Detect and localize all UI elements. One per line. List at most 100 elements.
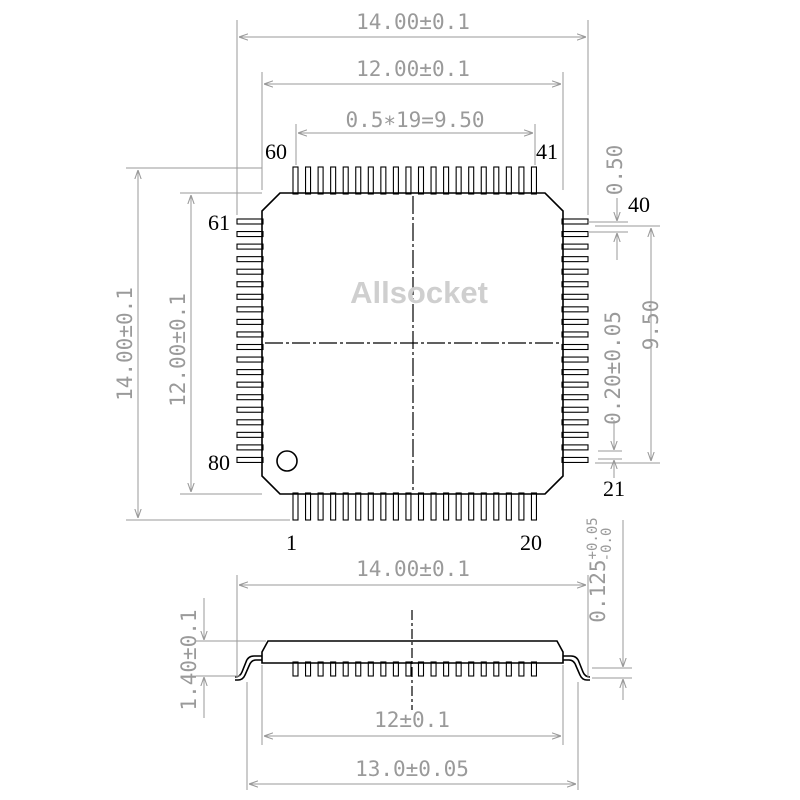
lead	[493, 661, 500, 677]
dim-pitch: 0.50	[588, 145, 628, 260]
pin-label-1: 1	[286, 530, 297, 555]
lead	[380, 492, 387, 521]
pin-label-60: 60	[265, 139, 287, 164]
svg-text:12.00±0.1: 12.00±0.1	[356, 57, 470, 81]
lead	[505, 661, 512, 677]
lead	[236, 318, 264, 325]
lead	[342, 492, 349, 521]
lead	[236, 256, 264, 263]
lead	[236, 281, 264, 288]
lead	[561, 381, 589, 388]
lead	[342, 661, 349, 677]
side-lead-right	[563, 655, 591, 681]
lead	[443, 492, 450, 521]
lead	[561, 406, 589, 413]
lead	[367, 661, 374, 677]
dim-side-inner-width: 12±0.1	[261, 665, 564, 745]
lead	[236, 456, 264, 464]
lead	[480, 166, 487, 195]
lead	[236, 369, 264, 376]
lead	[468, 492, 475, 521]
dim-side-body-width: 14.00±0.1	[236, 557, 589, 678]
lead	[443, 166, 450, 195]
top-leads	[292, 166, 538, 195]
lead	[330, 492, 337, 521]
lead	[236, 394, 264, 401]
side-body	[261, 640, 564, 664]
lead	[468, 166, 475, 195]
svg-text:0.5∗19=9.50: 0.5∗19=9.50	[345, 108, 484, 132]
lead	[236, 444, 264, 451]
standoff-label: 0.125+0.05-0.0	[585, 517, 615, 622]
lead	[455, 492, 462, 521]
lead	[236, 406, 264, 413]
dim-side-span: 9.50	[595, 225, 663, 464]
lead	[392, 166, 399, 195]
lead	[493, 166, 500, 195]
svg-text:12.00±0.1: 12.00±0.1	[166, 293, 190, 407]
lead	[561, 231, 589, 238]
lead	[530, 166, 538, 195]
lead	[355, 166, 362, 195]
dim-lead-span-vertical: 12.00±0.1	[166, 192, 262, 495]
lead	[236, 431, 264, 438]
lead	[561, 281, 589, 288]
svg-text:14.00±0.1: 14.00±0.1	[356, 10, 470, 34]
lead	[236, 243, 264, 250]
lead	[518, 166, 525, 195]
lead	[561, 356, 589, 363]
lead	[530, 661, 538, 677]
lead	[405, 166, 412, 195]
watermark: Allsocket	[350, 275, 488, 310]
lead	[561, 218, 589, 225]
svg-text:1.40±0.1: 1.40±0.1	[177, 609, 201, 710]
lead	[367, 166, 374, 195]
lead	[417, 166, 425, 195]
lead	[236, 293, 264, 300]
lead	[392, 492, 399, 521]
lead	[380, 661, 387, 677]
side-view-leads	[292, 661, 538, 677]
lead	[236, 306, 264, 313]
lead	[367, 492, 374, 521]
lead	[530, 492, 538, 521]
lead	[518, 661, 525, 677]
lead	[561, 343, 589, 351]
pin-label-41: 41	[536, 139, 558, 164]
dim-lead-span: 12.00±0.1	[261, 57, 564, 190]
svg-text:9.50: 9.50	[639, 300, 663, 351]
lead	[236, 343, 264, 351]
lead	[355, 492, 362, 521]
lead	[330, 166, 337, 195]
lead	[430, 661, 437, 677]
lead	[304, 492, 312, 521]
lead	[317, 661, 324, 677]
lead	[561, 331, 589, 338]
dim-side-height: 1.40±0.1	[177, 598, 266, 718]
lead	[417, 661, 425, 677]
svg-text:0.50: 0.50	[603, 145, 627, 196]
lead	[236, 231, 264, 238]
lead	[392, 661, 399, 677]
svg-text:0.20±0.05: 0.20±0.05	[601, 311, 625, 425]
dim-side-overall-width: 13.0±0.05	[246, 682, 579, 790]
lead	[304, 166, 312, 195]
lead	[236, 218, 264, 225]
package-body	[261, 192, 564, 495]
lead	[330, 661, 337, 677]
lead	[236, 381, 264, 388]
dim-pitch-total: 0.5∗19=9.50	[295, 108, 536, 165]
lead	[561, 318, 589, 325]
pin-label-61: 61	[208, 210, 230, 235]
lead	[561, 394, 589, 401]
pin-label-21: 21	[603, 476, 625, 501]
lead	[317, 166, 324, 195]
top-view: Allsocket 60 41 61 80 40 21 1 20 14.00±0…	[113, 10, 663, 555]
lead	[561, 256, 589, 263]
lead	[443, 661, 450, 677]
svg-text:12±0.1: 12±0.1	[374, 708, 450, 732]
svg-text:14.00±0.1: 14.00±0.1	[113, 287, 137, 401]
dim-standoff: 0.125+0.05-0.0	[585, 517, 632, 700]
lead	[236, 356, 264, 363]
